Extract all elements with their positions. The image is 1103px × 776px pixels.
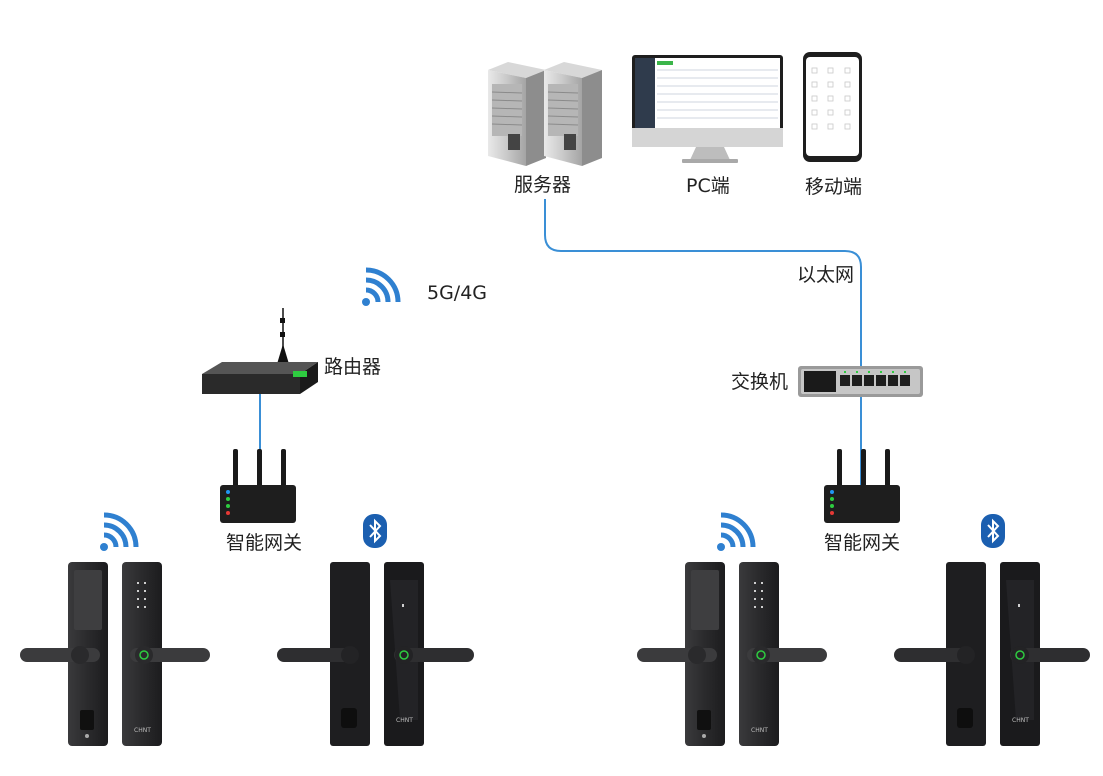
bluetooth-icon bbox=[363, 514, 387, 548]
pc-monitor-icon bbox=[632, 55, 783, 163]
gateway-left-label: 智能网关 bbox=[226, 532, 303, 554]
brand-mark: CHNT bbox=[1012, 717, 1029, 724]
ethernet-label: 以太网 bbox=[797, 264, 855, 286]
mobile-phone-icon bbox=[803, 52, 862, 162]
smart-lock-icon bbox=[894, 562, 1090, 746]
gateway-icon bbox=[824, 449, 900, 523]
wifi-signal-icon bbox=[100, 512, 139, 551]
brand-mark: CHNT bbox=[134, 727, 151, 734]
brand-mark: CHNT bbox=[396, 717, 413, 724]
smart-lock-icon bbox=[20, 562, 210, 746]
server-label: 服务器 bbox=[514, 174, 572, 196]
network-switch-icon bbox=[798, 366, 923, 397]
mobile-label: 移动端 bbox=[805, 176, 863, 198]
brand-mark: CHNT bbox=[751, 727, 768, 734]
router-label: 路由器 bbox=[324, 356, 382, 378]
bluetooth-icon bbox=[981, 514, 1005, 548]
pc-label: PC端 bbox=[686, 175, 730, 197]
wireless-label: 5G/4G bbox=[427, 282, 488, 304]
gateway-right-label: 智能网关 bbox=[824, 532, 901, 554]
gateway-icon bbox=[220, 449, 296, 523]
router-icon bbox=[202, 308, 318, 394]
smart-lock-icon bbox=[277, 562, 474, 746]
smart-lock-icon bbox=[637, 562, 827, 746]
ethernet-link bbox=[544, 199, 862, 366]
wifi-signal-icon bbox=[362, 267, 401, 306]
wifi-signal-icon bbox=[717, 512, 756, 551]
switch-label: 交换机 bbox=[731, 371, 789, 393]
brand-marks: CHNT CHNT CHNT CHNT bbox=[134, 717, 1029, 734]
server-rack-icon bbox=[488, 62, 602, 166]
connection-lines bbox=[259, 199, 862, 486]
